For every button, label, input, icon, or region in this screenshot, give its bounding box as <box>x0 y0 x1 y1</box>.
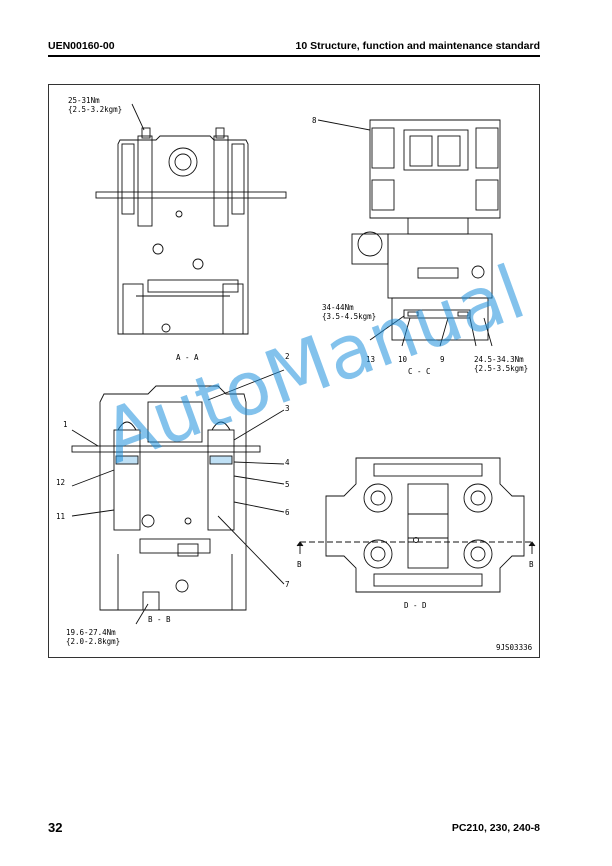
header-rule <box>48 55 540 57</box>
torque-spec-aa-top: 25-31Nm {2.5-3.2kgm} <box>68 96 123 114</box>
callout-13: 13 <box>366 355 376 364</box>
callout-9: 9 <box>440 355 445 364</box>
callout-10: 10 <box>398 355 408 364</box>
view-dd-title: D - D <box>404 601 427 610</box>
view-bb-title: B - B <box>148 615 171 624</box>
page-number: 32 <box>48 820 63 835</box>
view-aa-drawing <box>95 103 287 335</box>
figure-frame <box>48 84 540 658</box>
callout-8: 8 <box>312 116 317 125</box>
callout-3: 3 <box>285 404 290 413</box>
doc-code: UEN00160-00 <box>48 40 115 52</box>
callout-1: 1 <box>63 420 68 429</box>
torque-spec-bb-bottom: 19.6-27.4Nm {2.0-2.8kgm} <box>66 628 121 646</box>
view-cc-title: C - C <box>408 367 431 376</box>
view-cc-drawing <box>317 119 501 347</box>
callout-7: 7 <box>285 580 290 589</box>
callout-12: 12 <box>56 478 66 487</box>
callout-6: 6 <box>285 508 290 517</box>
section-title: 10 Structure, function and maintenance s… <box>295 40 540 52</box>
view-bb-drawing <box>71 369 285 625</box>
callout-2: 2 <box>285 352 290 361</box>
callout-11: 11 <box>56 512 66 521</box>
view-dd-drawing <box>296 457 536 593</box>
figure-id: 9JS03336 <box>496 643 533 652</box>
torque-spec-cc-mid: 34-44Nm {3.5-4.5kgm} <box>322 303 377 321</box>
torque-spec-cc-right: 24.5-34.3Nm {2.5-3.5kgm} <box>474 355 529 373</box>
valve-assembly-drawing <box>71 103 536 625</box>
view-aa-title: A - A <box>176 353 199 362</box>
callout-4: 4 <box>285 458 290 467</box>
section-mark-b-right: B <box>529 560 534 569</box>
callout-5: 5 <box>285 480 290 489</box>
model-list: PC210, 230, 240-8 <box>451 822 540 834</box>
section-mark-b-left: B <box>297 560 302 569</box>
